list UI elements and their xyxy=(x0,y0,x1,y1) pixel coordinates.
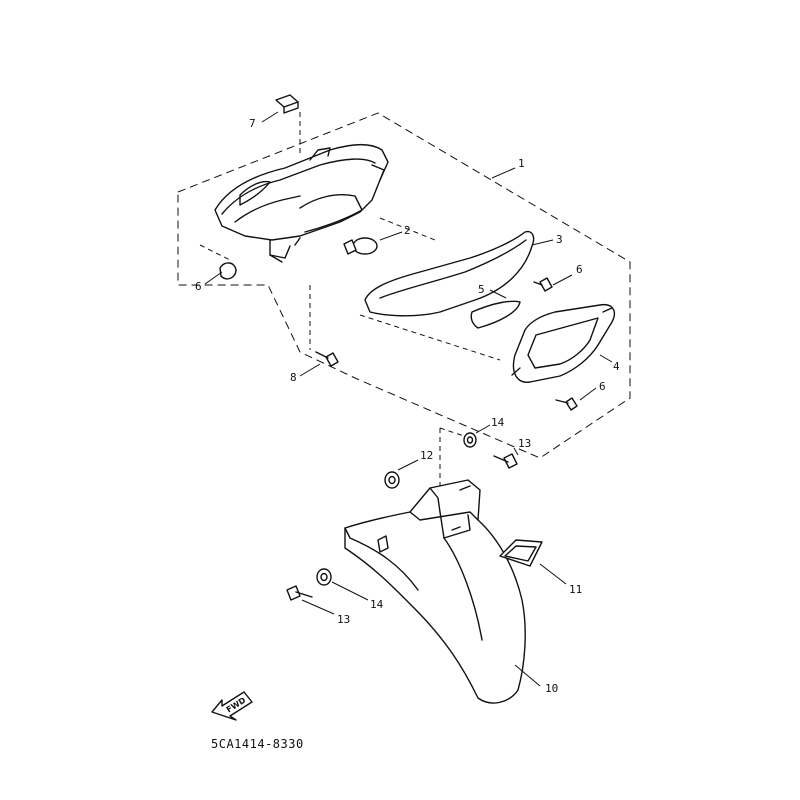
reflector-part xyxy=(499,539,543,567)
leader-line-12 xyxy=(397,459,419,471)
license-light-part xyxy=(511,303,616,383)
callout-5: 5 xyxy=(478,283,485,296)
fwd-arrow-icon: FWD xyxy=(211,691,253,721)
callout-10: 10 xyxy=(545,682,558,695)
callout-12: 12 xyxy=(420,449,433,462)
grommet-part-7 xyxy=(219,262,237,280)
leader-line-6 xyxy=(552,274,573,286)
leader-line-14 xyxy=(475,424,491,434)
leader-line-11 xyxy=(539,563,567,585)
callout-9: 7 xyxy=(249,117,256,130)
leader-line-13 xyxy=(513,447,519,456)
leader-line-2 xyxy=(379,231,403,241)
leader-line-5 xyxy=(489,289,507,299)
alignment-line xyxy=(379,217,436,241)
callout-13: 13 xyxy=(337,613,350,626)
grommet-part-14 xyxy=(316,568,332,586)
callout-3: 3 xyxy=(556,233,563,246)
bulb-part xyxy=(343,237,378,255)
leader-line-10 xyxy=(514,664,541,687)
callout-8: 8 xyxy=(290,371,297,384)
screw-part-6 xyxy=(555,397,578,411)
alignment-line xyxy=(199,244,231,261)
callout-7: 6 xyxy=(195,280,202,293)
leader-line-14 xyxy=(331,581,369,601)
grommet-part-14 xyxy=(463,432,477,448)
clip-nut-part xyxy=(275,94,299,114)
callout-6: 6 xyxy=(576,263,583,276)
callout-6: 6 xyxy=(599,380,606,393)
drawing-code: 5CA1414-8330 xyxy=(211,737,304,751)
leader-line-7 xyxy=(204,271,223,285)
callout-11: 11 xyxy=(569,583,582,596)
leader-line-3 xyxy=(531,239,554,246)
callout-13: 13 xyxy=(518,437,531,450)
callout-14: 14 xyxy=(370,598,384,611)
screw-part-8 xyxy=(315,351,339,367)
alignment-line xyxy=(359,314,501,361)
taillight-housing-part xyxy=(214,144,389,263)
rear-fender-part xyxy=(344,479,526,704)
leader-line-13 xyxy=(301,599,335,615)
screw-part-6 xyxy=(533,277,553,292)
leader-line-4 xyxy=(599,354,613,363)
leader-line-1 xyxy=(491,167,516,179)
callout-1: 1 xyxy=(518,157,525,170)
callout-14: 14 xyxy=(491,416,505,429)
callout-2: 2 xyxy=(404,224,411,237)
grommet-part-12 xyxy=(384,471,400,489)
leader-line-8 xyxy=(299,363,321,377)
callout-4: 4 xyxy=(613,360,620,373)
pad-part xyxy=(470,300,521,329)
bolt-part-13 xyxy=(286,585,313,601)
lens-part xyxy=(364,230,535,317)
leader-line-6 xyxy=(579,387,597,401)
bolt-part-13 xyxy=(493,453,518,469)
leader-line-9 xyxy=(261,111,279,123)
assembly-boundary xyxy=(177,112,631,459)
